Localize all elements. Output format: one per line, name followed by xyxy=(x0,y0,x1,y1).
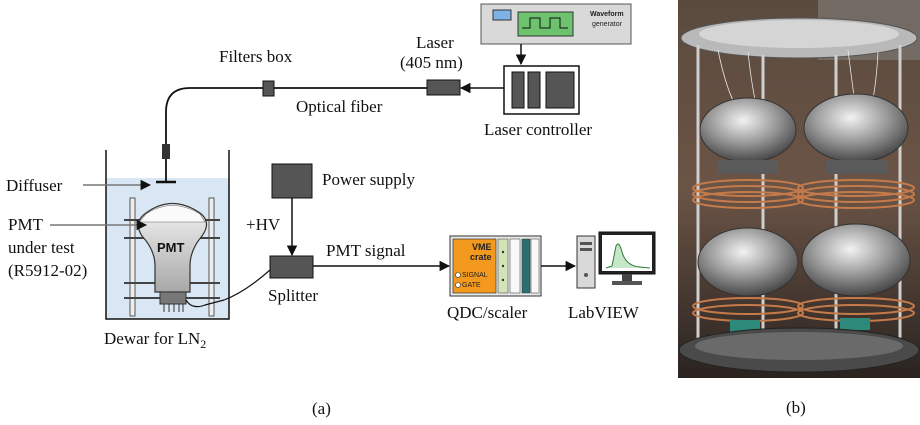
power-supply xyxy=(271,163,313,199)
laser-controller-label: Laser controller xyxy=(484,120,592,139)
vme-crate: VME crate SIGNAL GATE xyxy=(449,235,542,297)
optical-fiber xyxy=(165,87,427,146)
hv-label: +HV xyxy=(246,215,281,234)
diffuser-label: Diffuser xyxy=(6,176,63,195)
pmt-label-2: under test xyxy=(8,238,75,257)
splitter-label: Splitter xyxy=(268,286,318,305)
power-supply-label: Power supply xyxy=(322,170,416,189)
laser-label-2: (405 nm) xyxy=(400,53,463,72)
signal-label: SIGNAL xyxy=(462,272,488,279)
setup-diagram: Waveform generator Laser controller Lase… xyxy=(6,3,656,418)
vme-label-2: crate xyxy=(470,252,492,262)
computer xyxy=(576,231,656,289)
dewar: PMT xyxy=(105,144,230,320)
pmt-signal-label: PMT signal xyxy=(326,241,406,260)
filters-box-label: Filters box xyxy=(219,47,293,66)
optical-fiber-label: Optical fiber xyxy=(296,97,383,116)
pmt-label-3: (R5912-02) xyxy=(8,261,87,280)
vme-label-1: VME xyxy=(472,242,492,252)
waveform-label-1: Waveform xyxy=(590,11,624,18)
caption-b: (b) xyxy=(786,398,806,417)
waveform-label-2: generator xyxy=(592,21,623,28)
laser-label-1: Laser xyxy=(416,33,454,52)
pmt: PMT xyxy=(137,202,208,312)
caption-a: (a) xyxy=(312,399,331,418)
dewar-label: Dewar for LN2 xyxy=(104,329,206,351)
setup-photo xyxy=(678,0,920,378)
splitter xyxy=(269,255,314,279)
laser-controller xyxy=(503,65,580,115)
qdc-label: QDC/scaler xyxy=(447,303,528,322)
waveform-generator: Waveform generator xyxy=(480,3,632,45)
labview-label: LabVIEW xyxy=(568,303,640,322)
pmt-label-1: PMT xyxy=(8,215,44,234)
laser xyxy=(426,79,461,96)
pmt-body-label: PMT xyxy=(157,240,185,255)
pmt-to-splitter-cable xyxy=(223,269,271,301)
gate-label: GATE xyxy=(462,282,481,289)
filters-box xyxy=(262,80,275,97)
